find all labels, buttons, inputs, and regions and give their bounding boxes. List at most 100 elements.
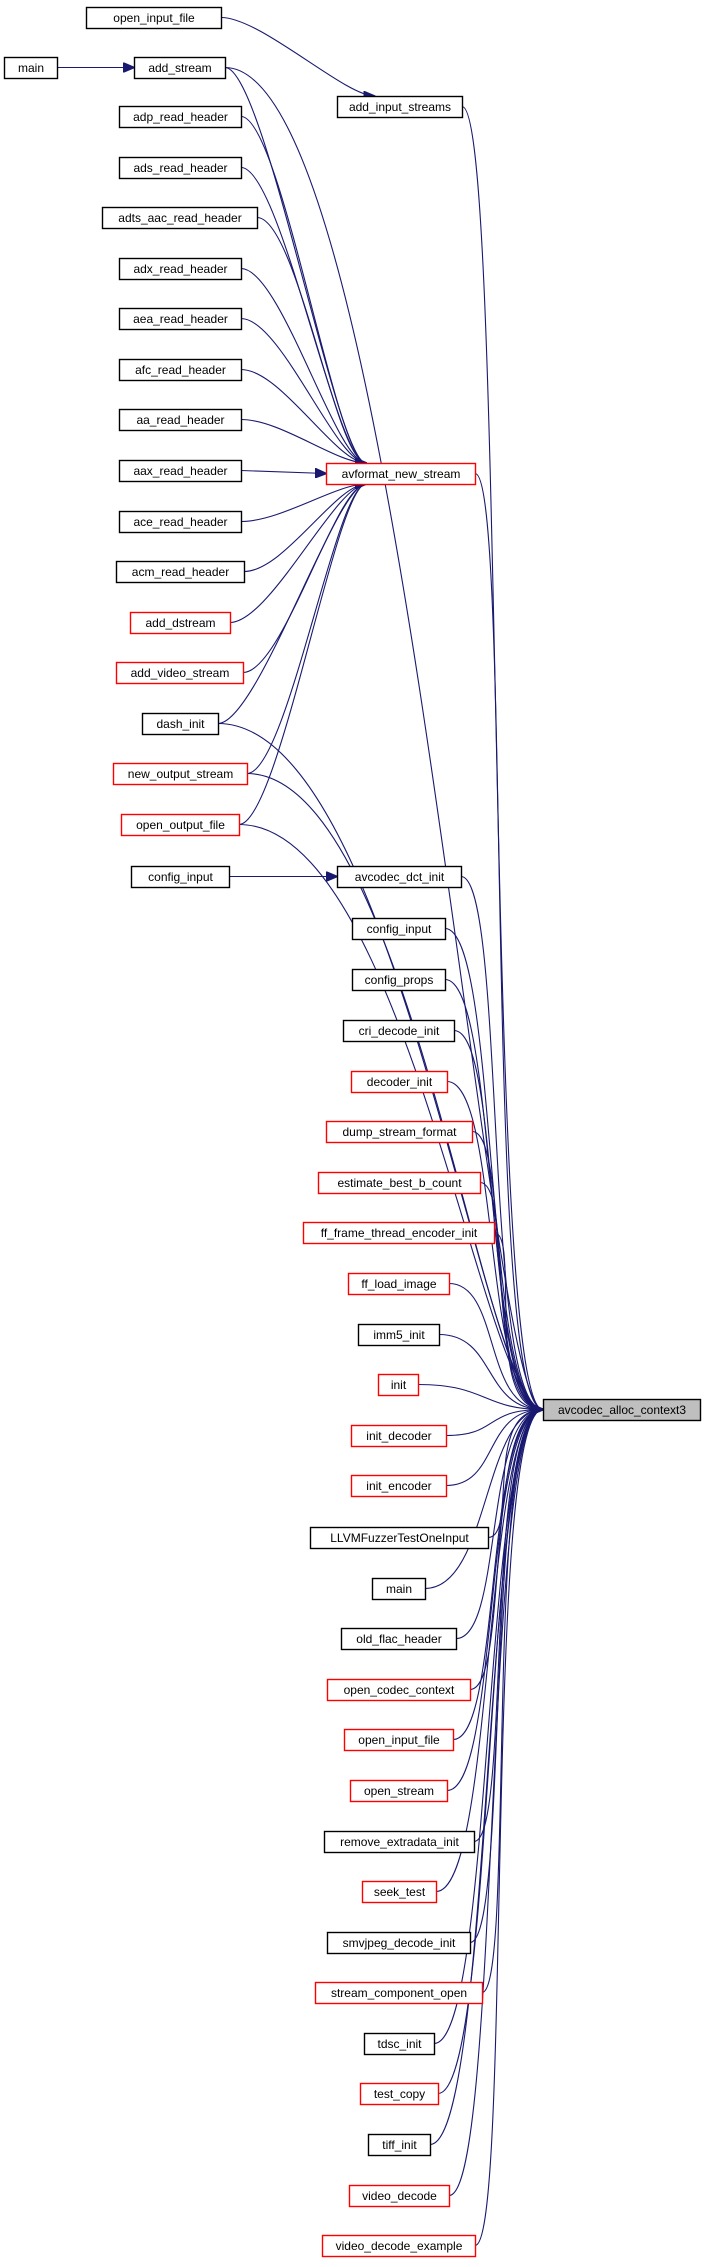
node-box[interactable] (321, 2234, 477, 2258)
node-box[interactable] (317, 1171, 482, 1195)
node-box[interactable] (363, 2032, 436, 2056)
node-box[interactable] (350, 1424, 448, 1448)
node-ads-read-header[interactable]: ads_read_header (118, 156, 243, 180)
node-box[interactable] (343, 1728, 455, 1752)
node-box[interactable] (118, 408, 243, 432)
node-decoder-init[interactable]: decoder_init (350, 1070, 449, 1094)
node-box[interactable] (118, 307, 243, 331)
node-imm5-init[interactable]: imm5_init (357, 1323, 441, 1347)
node-box[interactable] (85, 6, 223, 30)
node-box[interactable] (336, 95, 464, 119)
node-box[interactable] (351, 968, 447, 992)
node-box[interactable] (361, 1880, 438, 1904)
node-open-stream[interactable]: open_stream (349, 1779, 449, 1803)
node-dash-init[interactable]: dash_init (141, 712, 220, 736)
node-remove-extradata-init[interactable]: remove_extradata_init (323, 1830, 476, 1854)
node-box[interactable] (129, 611, 232, 635)
node-box[interactable] (118, 510, 243, 534)
node-dump-stream-format[interactable]: dump_stream_format (325, 1120, 474, 1144)
node-estimate-best-b-count[interactable]: estimate_best_b_count (317, 1171, 482, 1195)
node-box[interactable] (357, 1323, 441, 1347)
node-box[interactable] (133, 56, 227, 80)
node-add-input-streams[interactable]: add_input_streams (336, 95, 464, 119)
node-init[interactable]: init (377, 1373, 420, 1397)
node-box[interactable] (120, 813, 241, 837)
node-adx-read-header[interactable]: adx_read_header (118, 257, 243, 281)
node-ff-load-image[interactable]: ff_load_image (347, 1272, 451, 1296)
node-box[interactable] (367, 2133, 432, 2157)
node-acm-read-header[interactable]: acm_read_header (115, 560, 246, 584)
node-box[interactable] (348, 2184, 451, 2208)
node-add-video-stream[interactable]: add_video_stream (115, 661, 245, 685)
node-test-copy[interactable]: test_copy (359, 2082, 440, 2106)
node-box[interactable] (326, 1678, 472, 1702)
node-tiff-init[interactable]: tiff_init (367, 2133, 432, 2157)
node-init-decoder[interactable]: init_decoder (350, 1424, 448, 1448)
node-box[interactable] (302, 1221, 496, 1245)
node-box[interactable] (542, 1398, 702, 1422)
node-box[interactable] (118, 358, 243, 382)
node-box[interactable] (3, 56, 59, 80)
node-aea-read-header[interactable]: aea_read_header (118, 307, 243, 331)
node-box[interactable] (371, 1577, 427, 1601)
node-box[interactable] (101, 206, 259, 230)
node-box[interactable] (326, 1931, 472, 1955)
node-box[interactable] (377, 1373, 420, 1397)
node-aax-read-header[interactable]: aax_read_header (118, 459, 243, 483)
node-video-decode-example[interactable]: video_decode_example (321, 2234, 477, 2258)
node-config-input-1[interactable]: config_input (130, 865, 231, 889)
node-box[interactable] (350, 1070, 449, 1094)
node-stream-component-open[interactable]: stream_component_open (314, 1981, 484, 2005)
node-box[interactable] (118, 257, 243, 281)
node-box[interactable] (115, 661, 245, 685)
node-adts-aac-read-header[interactable]: adts_aac_read_header (101, 206, 259, 230)
node-add-stream[interactable]: add_stream (133, 56, 227, 80)
node-box[interactable] (336, 865, 463, 889)
node-box[interactable] (351, 917, 447, 941)
node-box[interactable] (130, 865, 231, 889)
node-config-input-2[interactable]: config_input (351, 917, 447, 941)
node-box[interactable] (325, 1120, 474, 1144)
node-box[interactable] (347, 1272, 451, 1296)
node-box[interactable] (340, 1627, 458, 1651)
node-video-decode[interactable]: video_decode (348, 2184, 451, 2208)
node-box[interactable] (118, 459, 243, 483)
node-open-input-file-2[interactable]: open_input_file (343, 1728, 455, 1752)
node-smvjpeg-decode-init[interactable]: smvjpeg_decode_init (326, 1931, 472, 1955)
node-main-1[interactable]: main (3, 56, 59, 80)
node-box[interactable] (118, 156, 243, 180)
node-avcodec-alloc-context3[interactable]: avcodec_alloc_context3 (542, 1398, 702, 1422)
node-box[interactable] (112, 762, 249, 786)
node-open-input-file-1[interactable]: open_input_file (85, 6, 223, 30)
node-old-flac-header[interactable]: old_flac_header (340, 1627, 458, 1651)
node-box[interactable] (349, 1779, 449, 1803)
node-tdsc-init[interactable]: tdsc_init (363, 2032, 436, 2056)
node-adp-read-header[interactable]: adp_read_header (118, 105, 243, 129)
node-add-dstream[interactable]: add_dstream (129, 611, 232, 635)
node-open-codec-context[interactable]: open_codec_context (326, 1678, 472, 1702)
node-avcodec-dct-init[interactable]: avcodec_dct_init (336, 865, 463, 889)
node-box[interactable] (118, 105, 243, 129)
node-cri-decode-init[interactable]: cri_decode_init (342, 1019, 456, 1043)
node-new-output-stream[interactable]: new_output_stream (112, 762, 249, 786)
node-box[interactable] (141, 712, 220, 736)
node-ff-frame-thread-encoder-init[interactable]: ff_frame_thread_encoder_init (302, 1221, 496, 1245)
node-box[interactable] (323, 1830, 476, 1854)
node-main-2[interactable]: main (371, 1577, 427, 1601)
node-config-props[interactable]: config_props (351, 968, 447, 992)
node-box[interactable] (350, 1474, 448, 1498)
node-box[interactable] (309, 1526, 490, 1550)
node-open-output-file[interactable]: open_output_file (120, 813, 241, 837)
node-box[interactable] (314, 1981, 484, 2005)
node-ace-read-header[interactable]: ace_read_header (118, 510, 243, 534)
node-LLVMFuzzerTestOneInput[interactable]: LLVMFuzzerTestOneInput (309, 1526, 490, 1550)
node-init-encoder[interactable]: init_encoder (350, 1474, 448, 1498)
node-seek-test[interactable]: seek_test (361, 1880, 438, 1904)
node-box[interactable] (359, 2082, 440, 2106)
node-aa-read-header[interactable]: aa_read_header (118, 408, 243, 432)
node-avformat-new-stream[interactable]: avformat_new_stream (325, 462, 477, 486)
node-box[interactable] (115, 560, 246, 584)
node-box[interactable] (325, 462, 477, 486)
node-box[interactable] (342, 1019, 456, 1043)
node-afc-read-header[interactable]: afc_read_header (118, 358, 243, 382)
